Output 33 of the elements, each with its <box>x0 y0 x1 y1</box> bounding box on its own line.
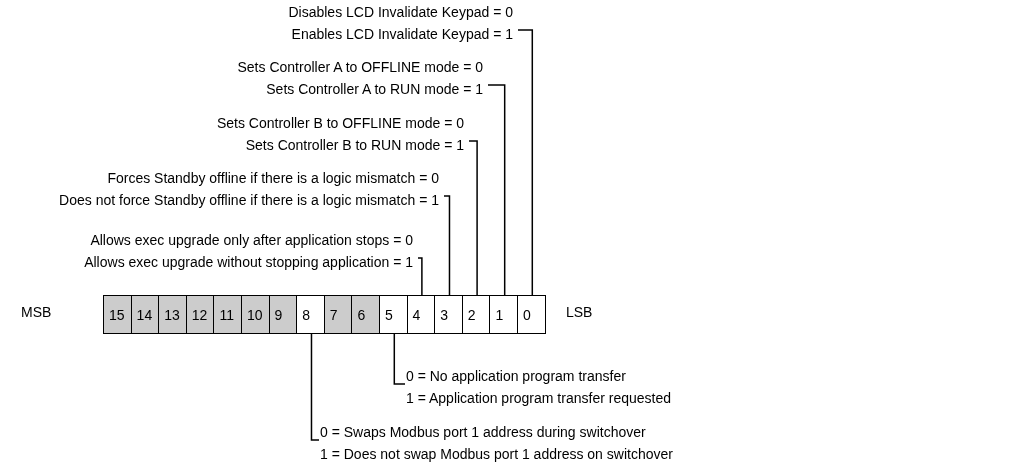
leader-line <box>393 333 406 385</box>
bit-cell: 8 <box>296 295 325 334</box>
bit-cell: 13 <box>158 295 187 334</box>
setting-text: 0 = Swaps Modbus port 1 address during switchover <box>320 423 646 442</box>
leader-line <box>487 84 506 296</box>
setting-text: 0 = No application program transfer <box>406 367 626 386</box>
setting-text: Allows exec upgrade without stopping application = 1 <box>84 253 413 272</box>
bit-cell: 1 <box>489 295 518 334</box>
bit-order-label: LSB <box>566 304 593 320</box>
leader-line <box>443 195 451 296</box>
bit-cell: 3 <box>434 295 463 334</box>
setting-text: Allows exec upgrade only after application stops = 0 <box>90 231 413 250</box>
leader-line <box>310 333 320 441</box>
bit-order-label: MSB <box>21 304 52 320</box>
setting-text: 1 = Does not swap Modbus port 1 address on switchover <box>320 445 673 464</box>
setting-text: Does not force Standby offline if there is a logic mismatch = 1 <box>59 191 439 210</box>
setting-text: Sets Controller B to OFFLINE mode = 0 <box>216 114 464 133</box>
leader-line <box>517 29 534 296</box>
leader-line <box>468 140 478 296</box>
bit-cell: 10 <box>241 295 270 334</box>
setting-text: Sets Controller B to RUN mode = 1 <box>245 136 464 155</box>
setting-text: 1 = Application program transfer requested <box>406 389 671 408</box>
setting-text: Enables LCD Invalidate Keypad = 1 <box>291 25 513 44</box>
bit-cell: 6 <box>351 295 380 334</box>
setting-text: Disables LCD Invalidate Keypad = 0 <box>288 3 513 22</box>
leader-line <box>417 257 423 296</box>
bit-cell: 15 <box>103 295 132 334</box>
bit-cell: 11 <box>213 295 242 334</box>
bit-cell: 5 <box>379 295 408 334</box>
bit-cell: 0 <box>517 295 546 334</box>
setting-text: Sets Controller A to RUN mode = 1 <box>266 80 483 99</box>
setting-text: Forces Standby offline if there is a logic mismatch = 0 <box>107 169 439 188</box>
setting-text: Sets Controller A to OFFLINE mode = 0 <box>237 58 483 77</box>
